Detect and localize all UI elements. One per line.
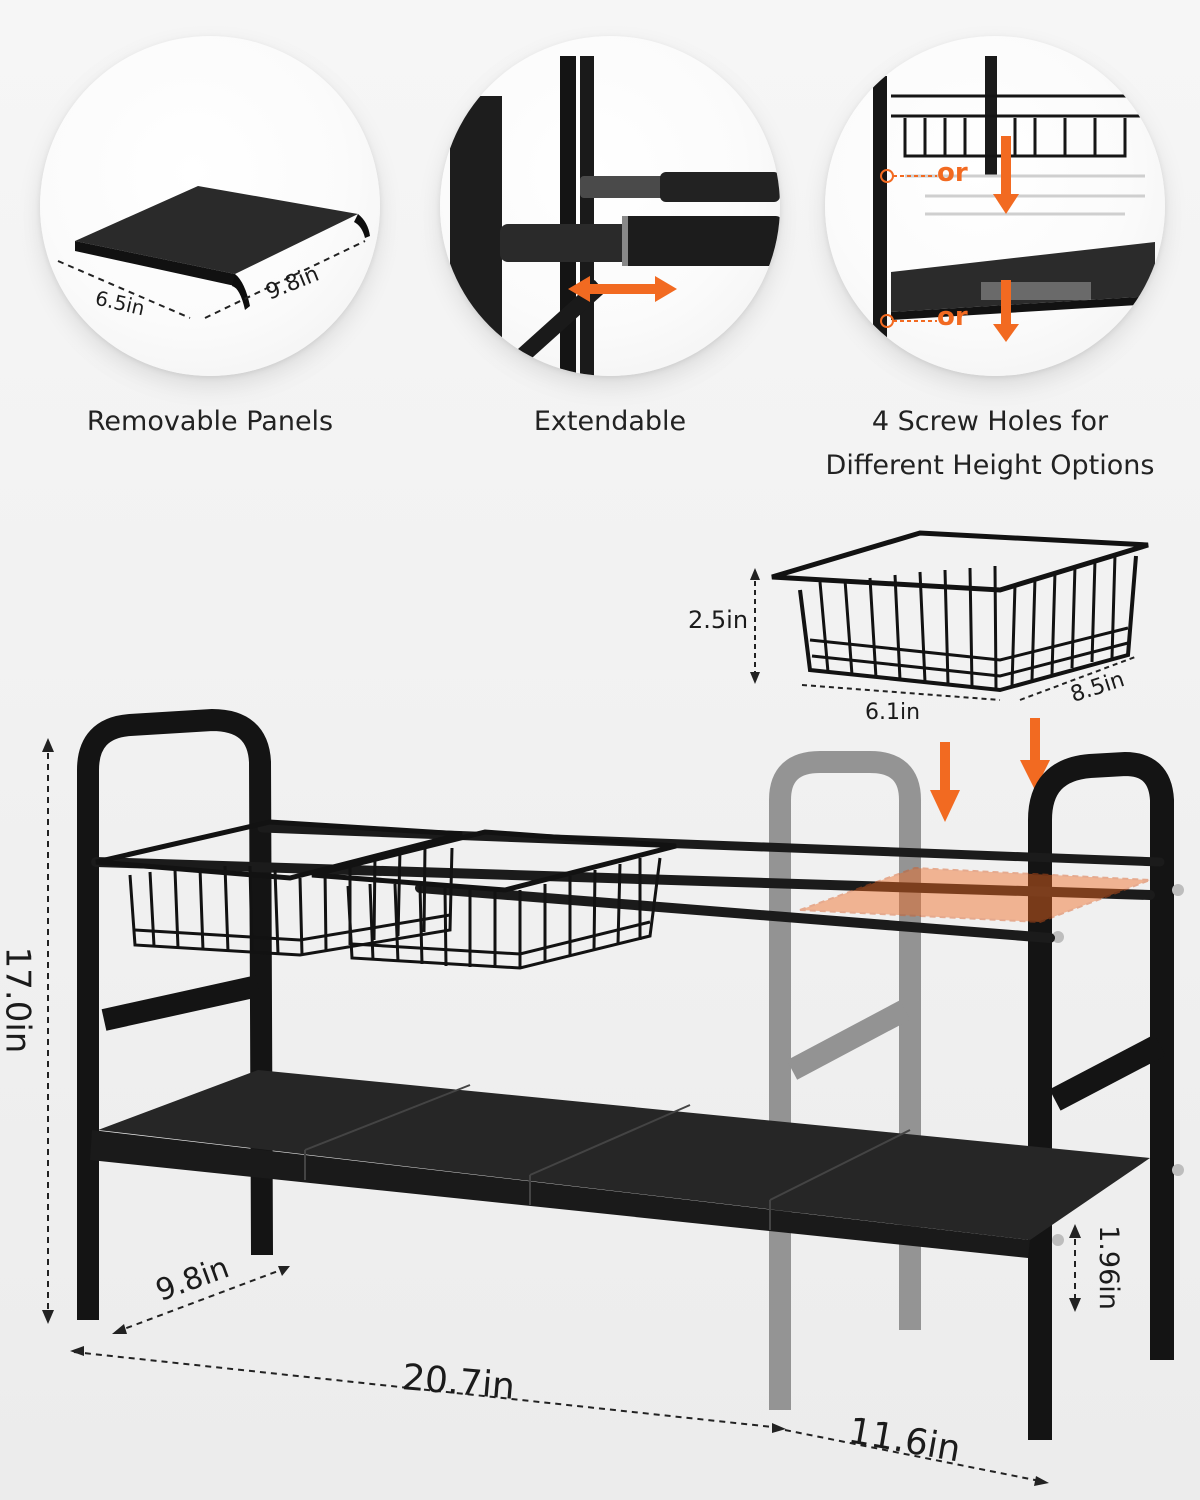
caption-extendable: Extendable <box>533 406 687 437</box>
dimension-lines <box>47 742 1076 1483</box>
feature-circle-removable-panels: 6.5in 9.8in <box>40 36 380 376</box>
caption-screw-holes-line-2: Different Height Options <box>825 450 1155 481</box>
top-rails <box>91 823 1165 943</box>
feature-circle-screw-holes: or or <box>825 36 1165 376</box>
caption-screw-holes-line-1: 4 Screw Holes for <box>871 406 1109 437</box>
double-arrow-icon <box>568 276 677 302</box>
ghost-frame <box>769 751 921 1410</box>
basket-height-label: 2.5in <box>688 606 749 634</box>
lower-shelf <box>90 1070 1150 1258</box>
dimension-arrowheads <box>42 738 1081 1486</box>
rack-baskets <box>95 819 677 970</box>
feature-circle-extendable <box>440 36 780 376</box>
caption-screw-holes: 4 Screw Holes for Different Height Optio… <box>805 400 1175 488</box>
left-frame <box>77 708 273 1320</box>
or-label-upper: or <box>937 158 968 188</box>
right-frame <box>1028 751 1174 1440</box>
screw-holes-illustration <box>873 56 1155 376</box>
basket-front-label: 6.1in <box>865 700 921 725</box>
panel-illustration <box>57 186 370 319</box>
or-label-lower: or <box>937 302 968 332</box>
standalone-basket <box>771 530 1149 693</box>
basket-placement-area <box>799 866 1151 924</box>
caption-removable-panels: Removable Panels <box>86 406 334 437</box>
down-arrows <box>930 718 1050 822</box>
extendable-tube-illustration <box>450 56 780 376</box>
rack-clearance-label: 1.96in <box>1092 1225 1124 1310</box>
rack-height-label: 17.0in <box>0 946 38 1054</box>
